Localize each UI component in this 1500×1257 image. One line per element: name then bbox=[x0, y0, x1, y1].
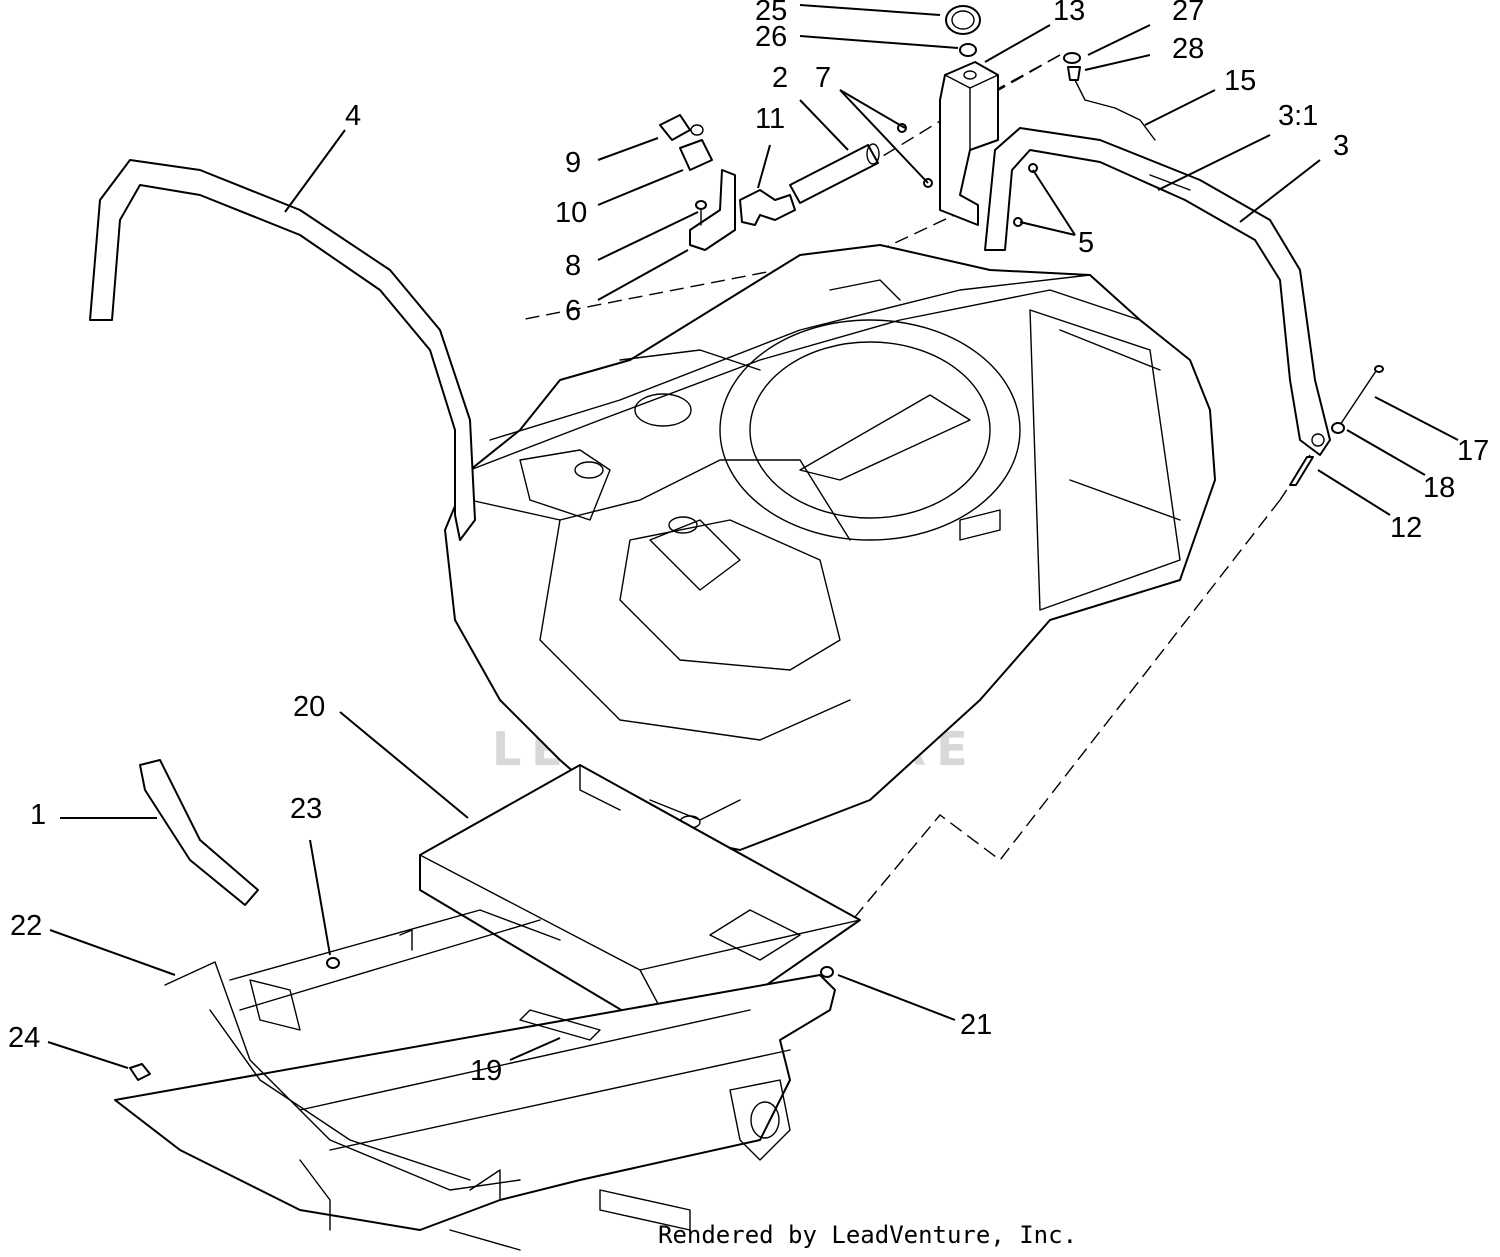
callout-8: 8 bbox=[565, 250, 581, 282]
callout-25: 25 bbox=[755, 0, 787, 27]
strap-4 bbox=[89, 159, 476, 541]
callout-2: 2 bbox=[772, 62, 788, 94]
callout-18: 18 bbox=[1423, 472, 1455, 504]
callout-24: 24 bbox=[8, 1022, 40, 1054]
bracket-13 bbox=[939, 61, 999, 226]
callout-12: 12 bbox=[1390, 512, 1422, 544]
hose-15 bbox=[1074, 79, 1156, 141]
callout-21: 21 bbox=[960, 1009, 992, 1041]
strap-3 bbox=[984, 127, 1331, 456]
frame-22 bbox=[114, 909, 836, 1251]
leader-lines bbox=[47, 4, 1459, 1069]
callout-10: 10 bbox=[555, 197, 587, 229]
callout-11: 11 bbox=[755, 103, 785, 135]
screw-5 bbox=[1013, 163, 1038, 227]
callout-23: 23 bbox=[290, 793, 322, 825]
gauge-25 bbox=[945, 5, 981, 35]
fitting-10 bbox=[679, 139, 713, 171]
callout-17: 17 bbox=[1457, 435, 1489, 467]
washer-26 bbox=[959, 43, 977, 57]
callout-4: 4 bbox=[345, 100, 361, 132]
bracket-6 bbox=[689, 169, 736, 251]
pin-12 bbox=[1289, 456, 1314, 486]
fitting-27 bbox=[1063, 52, 1081, 64]
credit-text: Rendered by LeadVenture, Inc. bbox=[658, 1221, 1077, 1249]
callout-22: 22 bbox=[10, 910, 42, 942]
fitting-9 bbox=[659, 114, 704, 141]
callout-9: 9 bbox=[565, 147, 581, 179]
callout-3-1: 3:1 bbox=[1278, 100, 1318, 132]
washer-18 bbox=[1331, 422, 1345, 434]
pad-1 bbox=[139, 759, 259, 906]
bolt-8 bbox=[695, 200, 707, 226]
nut-23 bbox=[326, 957, 340, 969]
callout-1: 1 bbox=[30, 799, 46, 831]
tube-2 bbox=[789, 143, 880, 204]
bolt-24 bbox=[129, 1063, 151, 1081]
fitting-28 bbox=[1067, 66, 1081, 81]
callout-19: 19 bbox=[470, 1055, 502, 1087]
callout-28: 28 bbox=[1172, 33, 1204, 65]
elbow-11 bbox=[739, 189, 796, 226]
spray-tank bbox=[444, 244, 1216, 851]
callout-26: 26 bbox=[755, 21, 787, 53]
callout-3: 3 bbox=[1333, 130, 1349, 162]
callout-5: 5 bbox=[1078, 227, 1094, 259]
nut-21 bbox=[820, 966, 834, 978]
callout-labels: 25 26 13 27 28 15 2 7 11 9 10 8 6 4 3:1 … bbox=[8, 0, 1489, 1087]
callout-7: 7 bbox=[815, 62, 831, 94]
callout-13: 13 bbox=[1053, 0, 1085, 27]
callout-20: 20 bbox=[293, 691, 325, 723]
callout-6: 6 bbox=[565, 295, 581, 327]
callout-27: 27 bbox=[1172, 0, 1204, 27]
callout-15: 15 bbox=[1224, 65, 1256, 97]
tray-20 bbox=[419, 764, 861, 1046]
pin-17 bbox=[1339, 365, 1384, 426]
